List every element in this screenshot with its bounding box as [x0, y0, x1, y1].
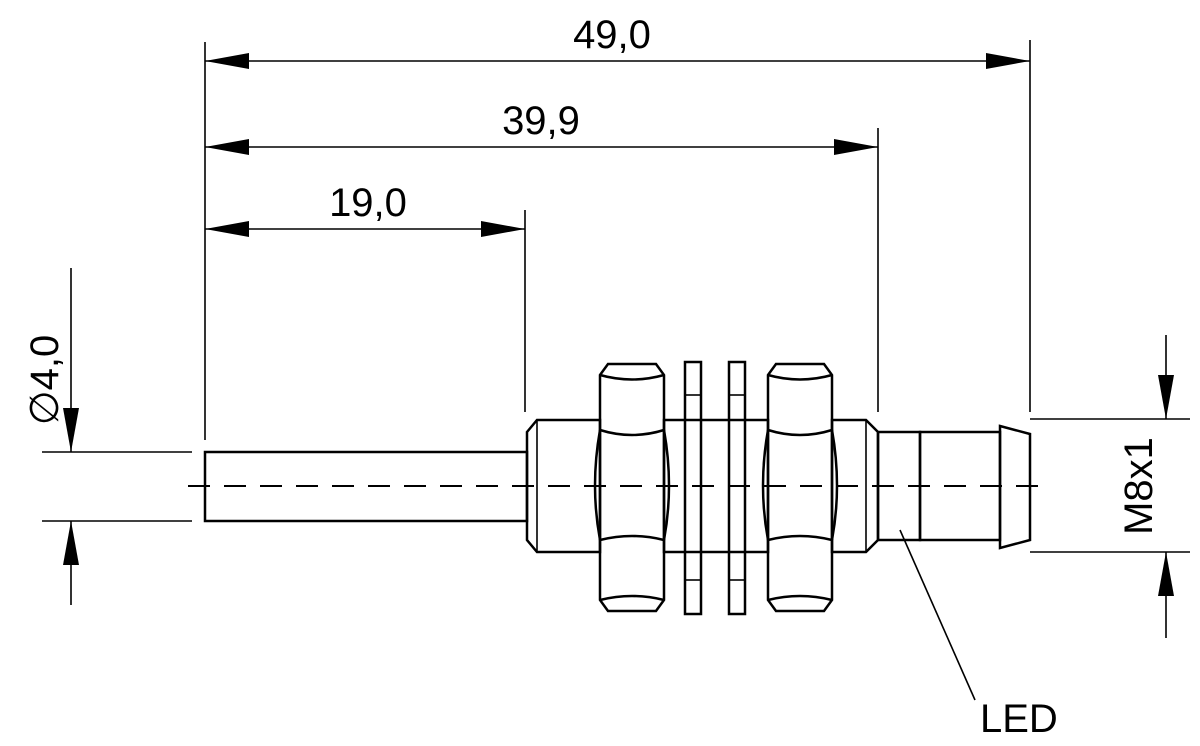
dimension-cable-diameter: ∅4,0 — [23, 268, 79, 605]
diameter-value: 4,0 — [23, 335, 67, 391]
led-label: LED — [980, 697, 1058, 741]
washer-left — [683, 360, 703, 616]
dimension-overall-length-label: 49,0 — [573, 13, 651, 57]
sensor-body — [188, 360, 1052, 616]
dimension-cable-length-label: 19,0 — [329, 181, 407, 225]
housing-thread-middle — [662, 418, 770, 554]
dimension-overall-length: 49,0 — [205, 13, 1030, 69]
dimension-cable-length: 19,0 — [205, 181, 525, 237]
diameter-symbol: ∅ — [23, 390, 67, 425]
hex-nut-right — [761, 362, 839, 613]
led-callout: LED — [899, 529, 1058, 741]
extension-lines — [42, 40, 1190, 553]
connector-end — [998, 424, 1032, 550]
washer-right — [727, 360, 747, 616]
dimension-housing-length-label: 39,9 — [502, 99, 580, 143]
dimension-thread-label: M8x1 — [1117, 437, 1161, 535]
dimension-thread: M8x1 — [1117, 335, 1174, 638]
dimension-housing-length: 39,9 — [205, 99, 878, 155]
dimension-cable-diameter-label: ∅4,0 — [23, 335, 67, 425]
hex-nut-left — [593, 362, 671, 613]
